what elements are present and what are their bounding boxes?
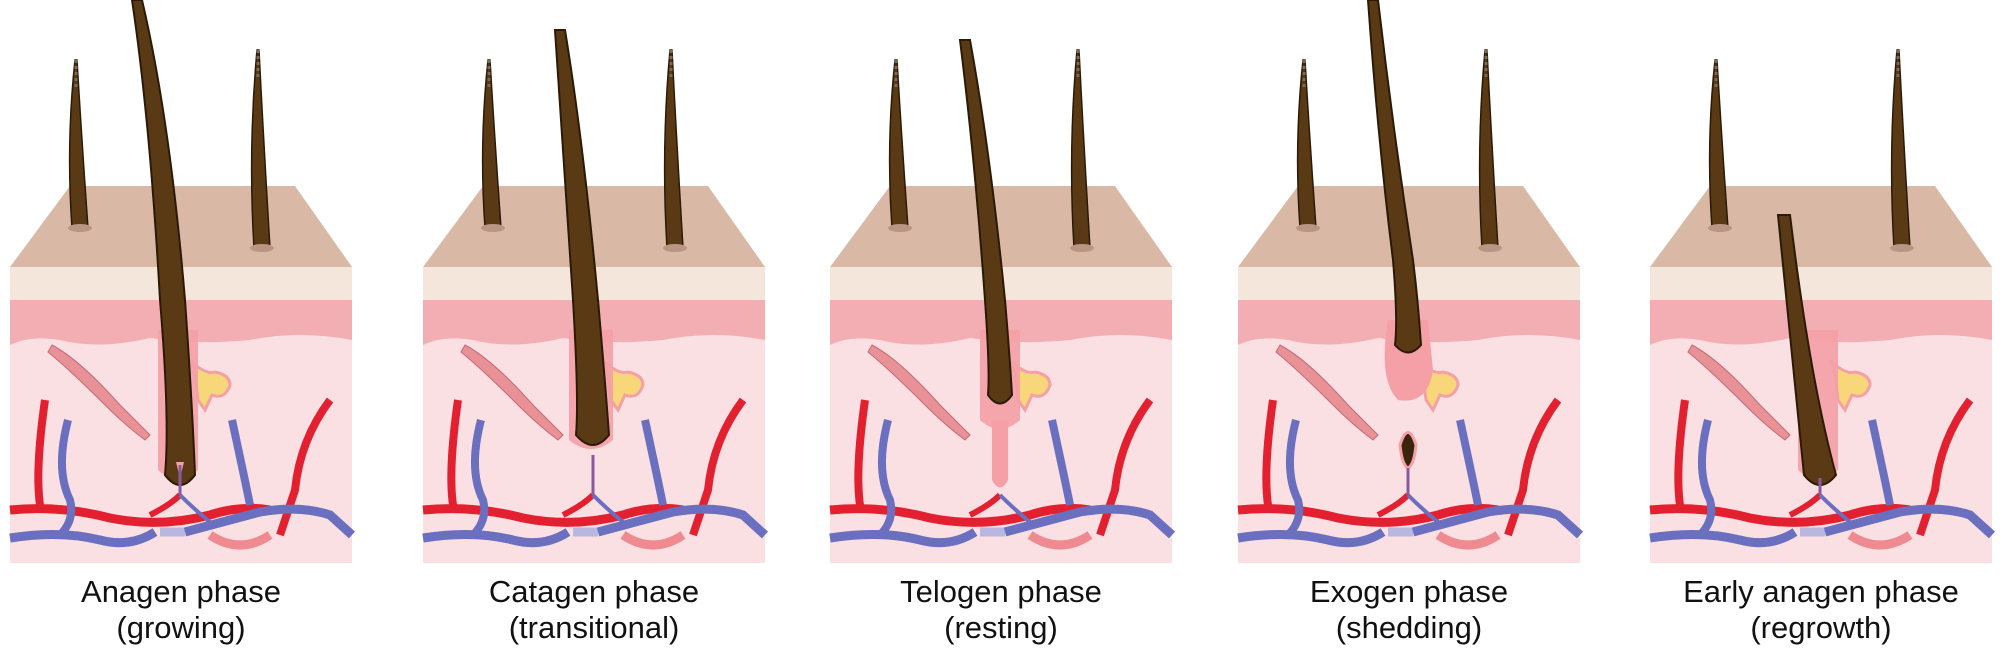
phase-label: Telogen phase (resting) xyxy=(820,574,1182,646)
phase-label: Early anagen phase (regrowth) xyxy=(1640,574,2001,646)
phase-panel-telogen: Telogen phase (resting) xyxy=(820,0,1182,656)
phase-name: Anagen phase xyxy=(81,574,281,609)
phase-panel-catagen: Catagen phase (transitional) xyxy=(413,0,775,656)
phase-description: (transitional) xyxy=(508,610,680,645)
phase-label: Catagen phase (transitional) xyxy=(413,574,775,646)
skin-cross-section-illustration xyxy=(422,29,769,563)
hair-follicle-early-anagen xyxy=(1649,344,1996,550)
phase-name: Exogen phase xyxy=(1309,574,1509,609)
skin-cross-section-illustration xyxy=(1649,49,1996,563)
skin-cross-section-illustration xyxy=(9,0,356,563)
phase-panel-early-anagen: Early anagen phase (regrowth) xyxy=(1640,0,2001,656)
phase-description: (shedding) xyxy=(1335,610,1483,645)
skin-cross-section-illustration xyxy=(829,39,1176,563)
hair-follicle-catagen xyxy=(422,344,769,550)
skin-cross-section-illustration xyxy=(1237,0,1584,563)
phase-name: Catagen phase xyxy=(488,574,700,609)
hair-follicle-exogen xyxy=(1237,344,1584,550)
hair-follicle-telogen xyxy=(829,344,1176,550)
phase-description: (regrowth) xyxy=(1750,610,1892,645)
phase-label: Exogen phase (shedding) xyxy=(1228,574,1590,646)
hair-follicle-anagen xyxy=(9,344,356,550)
phase-panel-exogen: Exogen phase (shedding) xyxy=(1228,0,1590,656)
phase-label: Anagen phase (growing) xyxy=(0,574,362,646)
phase-panel-anagen: Anagen phase (growing) xyxy=(0,0,362,656)
phase-name: Telogen phase xyxy=(900,574,1102,609)
phase-description: (resting) xyxy=(944,610,1058,645)
phase-description: (growing) xyxy=(116,610,246,645)
phase-name: Early anagen phase xyxy=(1683,574,1959,609)
